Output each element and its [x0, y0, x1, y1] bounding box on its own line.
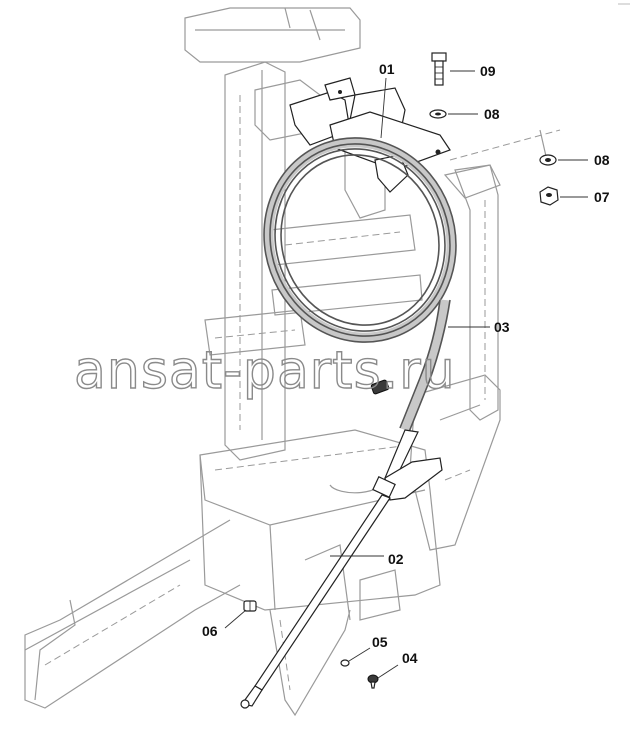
callout-03: 03	[494, 319, 510, 335]
coiled-cable-part-03	[263, 137, 457, 433]
nut-part-07	[539, 186, 559, 206]
washer-part-08-b	[539, 154, 557, 166]
screw-part-04	[367, 674, 379, 689]
callout-08-a: 08	[484, 106, 500, 122]
clip-part-05	[340, 659, 350, 667]
callout-09: 09	[480, 63, 496, 79]
callout-06: 06	[202, 623, 218, 639]
leader-lines	[224, 70, 588, 679]
callout-08-b: 08	[594, 152, 610, 168]
sleeve-part-06	[243, 600, 257, 612]
callout-04: 04	[402, 650, 418, 666]
bracket-part-01	[289, 77, 451, 193]
washer-part-08-a	[429, 109, 447, 119]
watermark: ansat-parts.ru	[74, 341, 456, 401]
callout-02: 02	[388, 551, 404, 567]
callout-01: 01	[379, 61, 395, 77]
callout-labels: 01 09 08 08 07 03 02 06 05 04	[202, 61, 610, 666]
bolt-part-09	[431, 52, 447, 86]
callout-05: 05	[372, 634, 388, 650]
lever-rod-part-02	[240, 429, 443, 709]
frame-outline	[24, 7, 561, 717]
callout-07: 07	[594, 189, 610, 205]
